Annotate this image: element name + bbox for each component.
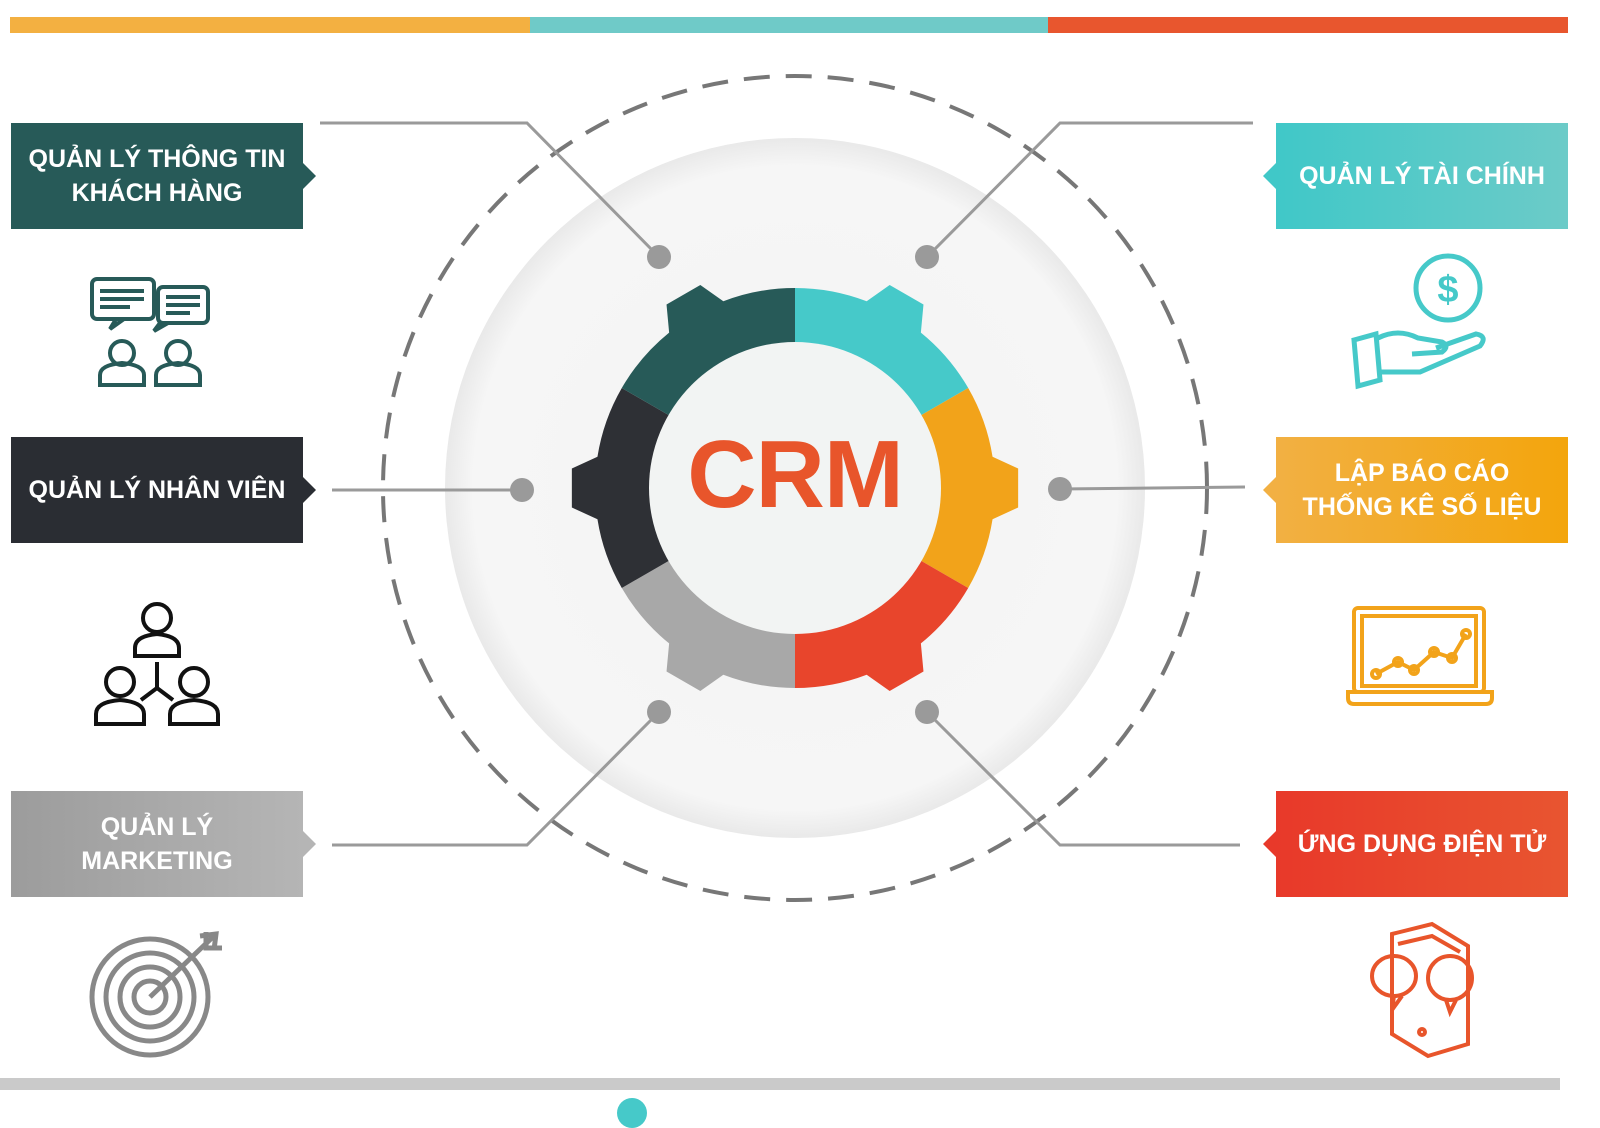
module-label: QUẢN LÝ TÀI CHÍNH xyxy=(1299,162,1545,190)
svg-text:$: $ xyxy=(1437,269,1458,311)
module-label: LẬP BÁO CÁO THỐNG KÊ SỐ LIỆU xyxy=(1302,459,1542,521)
gear-segment-teal xyxy=(795,284,969,418)
mobile-chat-icon xyxy=(1370,921,1474,1059)
module-reporting[interactable]: LẬP BÁO CÁO THỐNG KÊ SỐ LIỆU xyxy=(1263,437,1568,543)
crm-center-label: CRM xyxy=(687,421,904,528)
module-label: QUẢN LÝ MARKETING xyxy=(81,813,233,875)
bottom-divider xyxy=(0,1078,1560,1090)
connector-lines xyxy=(320,121,1253,847)
gear-segment-dark-green xyxy=(621,284,795,418)
connector-dots xyxy=(510,245,1072,724)
module-label: QUẢN LÝ NHÂN VIÊN xyxy=(28,476,286,504)
module-staff[interactable]: QUẢN LÝ NHÂN VIÊN xyxy=(11,437,316,543)
module-e-apps[interactable]: ỨNG DỤNG ĐIỆN TỬ xyxy=(1263,791,1568,897)
module-finance[interactable]: QUẢN LÝ TÀI CHÍNH xyxy=(1263,123,1568,229)
module-label: QUẢN LÝ THÔNG TIN KHÁCH HÀNG xyxy=(28,145,286,207)
top-bar-orange xyxy=(10,17,530,33)
center-disc xyxy=(649,342,941,634)
target-arrow-icon xyxy=(89,931,222,1058)
gear-segment-orange xyxy=(916,388,1019,588)
laptop-chart-icon xyxy=(1346,606,1494,706)
customer-chat-icon xyxy=(90,277,210,387)
gear-segment-red xyxy=(795,558,969,692)
top-bar-red xyxy=(1048,17,1568,33)
team-hierarchy-icon xyxy=(94,602,220,726)
money-hand-icon: $ xyxy=(1351,253,1486,390)
gear-segment-gray xyxy=(621,558,795,692)
top-bar-teal xyxy=(530,17,1048,33)
bottom-teal-dot xyxy=(617,1098,647,1128)
module-customer-info[interactable]: QUẢN LÝ THÔNG TIN KHÁCH HÀNG xyxy=(11,123,316,229)
module-marketing[interactable]: QUẢN LÝ MARKETING xyxy=(11,791,316,897)
gear-segment-charcoal xyxy=(571,388,674,588)
module-label: ỨNG DỤNG ĐIỆN TỬ xyxy=(1297,830,1547,858)
